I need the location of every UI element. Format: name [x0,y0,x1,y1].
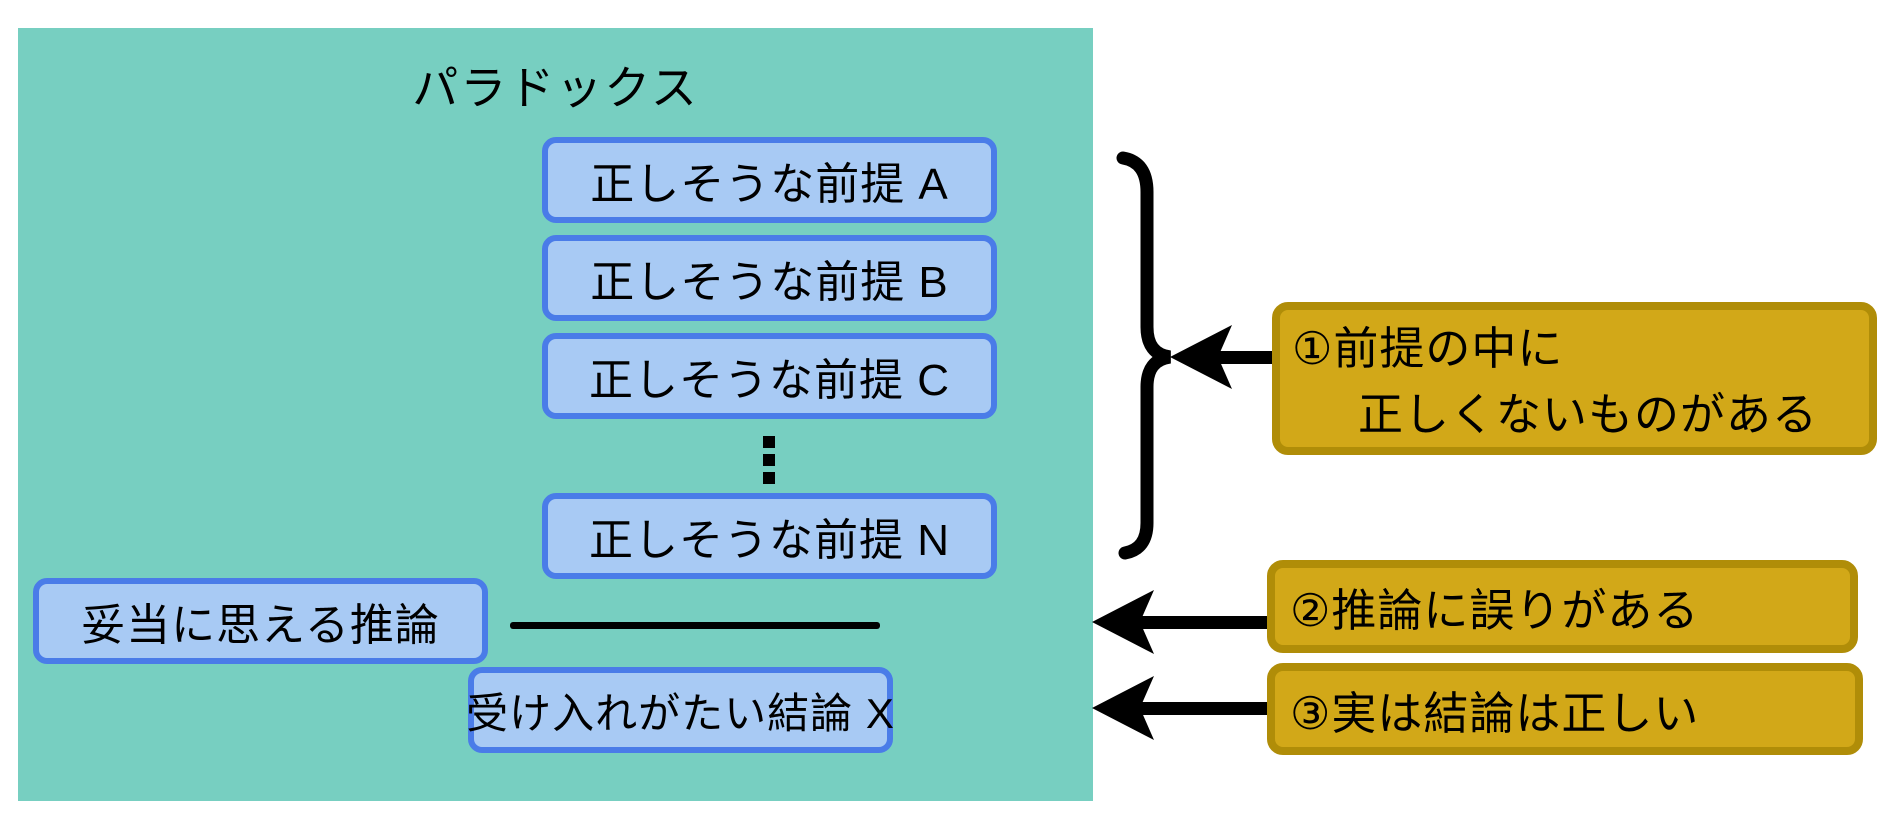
arrow-left-icon-2 [1092,590,1269,654]
arrow-left-icon-1 [1170,325,1274,389]
inference-label: 妥当に思える推論 [81,601,440,650]
premise-label-b: 正しそうな前提 B [590,258,949,307]
conclusion-box: 受け入れがたい結論 X [466,667,895,753]
callout-premise-wrong: ①前提の中に 正しくないものがある [1272,302,1877,455]
callout-conclusion-true: ③実は結論は正しい [1267,663,1863,755]
callout-1-line-1: ①前提の中に [1292,323,1564,374]
vertical-ellipsis-icon [763,436,775,484]
premise-label-a: 正しそうな前提 A [590,160,949,209]
premise-box-b: 正しそうな前提 B [542,235,997,321]
conclusion-label: 受け入れがたい結論 X [466,689,895,737]
ellipsis-dot [763,436,775,448]
premise-box-n: 正しそうな前提 N [542,493,997,579]
ellipsis-dot [763,454,775,466]
premise-box-a: 正しそうな前提 A [542,137,997,223]
premise-box-c: 正しそうな前提 C [542,333,997,419]
callout-3-label: ③実は結論は正しい [1290,687,1700,739]
diagram-title: パラドックス [412,62,699,114]
inference-box: 妥当に思える推論 [33,578,488,664]
premise-label-c: 正しそうな前提 C [589,356,950,405]
callout-inference-error: ②推論に誤りがある [1267,560,1858,653]
callout-2-label: ②推論に誤りがある [1290,585,1700,636]
arrow-left-icon-3 [1092,676,1269,740]
callout-1-line-2: 正しくないものがある [1358,389,1819,440]
premise-label-n: 正しそうな前提 N [589,516,950,565]
ellipsis-dot [763,472,775,484]
therefore-line [510,622,880,629]
